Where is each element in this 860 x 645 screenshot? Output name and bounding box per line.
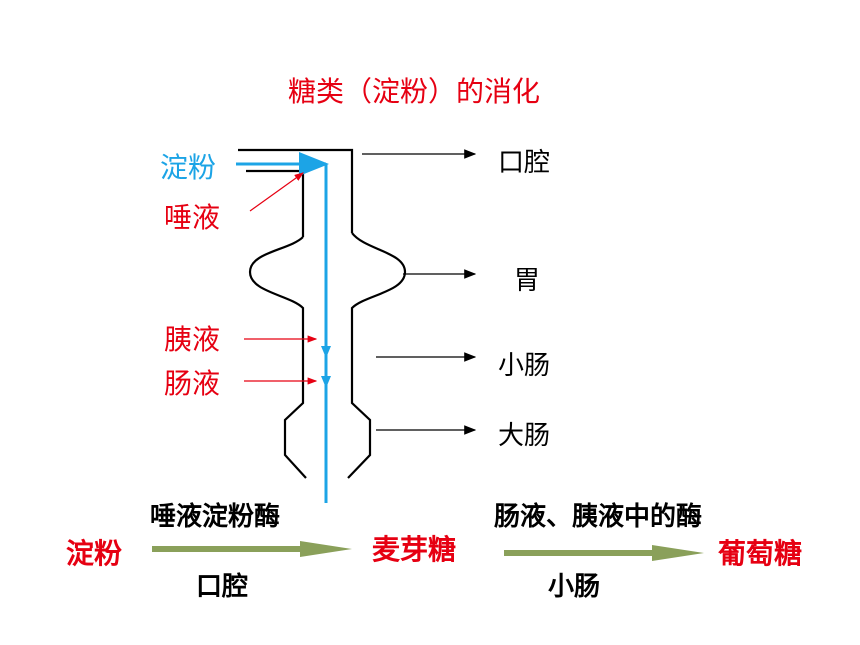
starch-mid-arrowhead-2 [321,376,331,388]
stomach-label: 胃 [514,266,541,296]
starch-pathway [236,152,331,503]
page-title: 糖类（淀粉）的消化 [288,75,541,108]
saliva-label: 唾液 [164,201,221,234]
tract-top-wall [238,148,354,233]
saliva-arrow [249,172,304,212]
starch-label: 淀粉 [160,151,217,184]
tract-left-wall [248,236,307,479]
pancreatic-juice-label: 胰液 [164,323,221,356]
equation-product: 葡萄糖 [718,537,803,570]
equation-enzyme-1: 唾液淀粉酶 [150,502,281,532]
tract-outline [238,148,407,479]
starch-mid-arrowhead-1 [321,346,331,358]
tract-right-wall [347,232,407,479]
reaction-arrow-2 [504,545,704,561]
organ-pointers [362,149,477,435]
equation-intermediate: 麦芽糖 [372,533,457,566]
large-intestine-label: 大肠 [498,421,551,451]
equation-enzyme-2: 肠液、胰液中的酶 [494,502,703,532]
equation-location-2: 小肠 [548,572,601,602]
reaction-arrows [152,541,704,561]
tract-inner-wall [246,169,305,237]
small-intestine-label: 小肠 [498,351,551,381]
equation-location-1: 口腔 [196,572,249,602]
reaction-arrow-1 [152,541,352,557]
secretion-arrows [244,172,318,385]
intestinal-juice-label: 肠液 [164,367,221,400]
equation-start: 淀粉 [66,537,123,570]
mouth-label: 口腔 [498,148,551,178]
